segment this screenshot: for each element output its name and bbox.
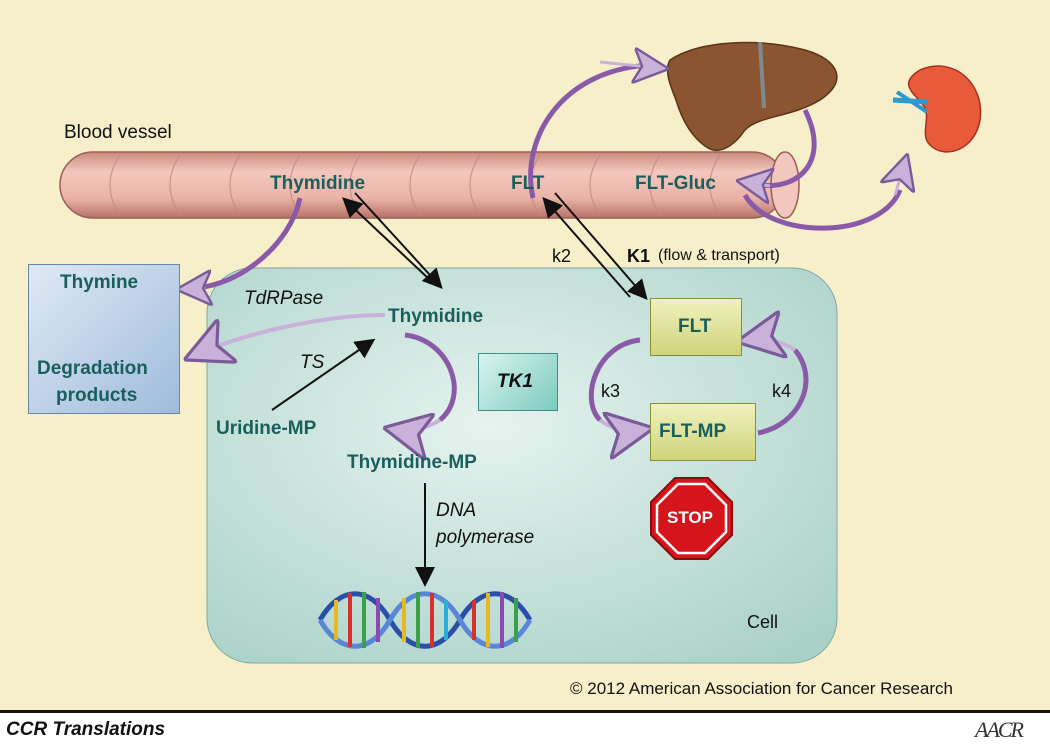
flt-mp-box (650, 403, 756, 461)
transport-arrows (185, 62, 905, 433)
flt-gluc-label: FLT-Gluc (635, 173, 716, 194)
footer-title: CCR Translations (6, 719, 166, 740)
flt-mp-label: FLT-MP (659, 421, 727, 442)
k1-label: K1 (627, 246, 651, 266)
kidney-icon (892, 65, 982, 153)
flt-cell-box (650, 298, 742, 356)
thymine-label: Thymine (60, 272, 139, 293)
cell-body (206, 267, 838, 664)
k3-label: k3 (601, 381, 621, 401)
k2-label: k2 (552, 246, 572, 266)
polymerase-label: polymerase (436, 527, 535, 548)
k4-label: k4 (772, 381, 792, 401)
uridine-mp-label: Uridine-MP (216, 418, 317, 439)
tk1-box (478, 353, 558, 411)
stop-sign-icon (650, 477, 733, 560)
thymine-box (28, 264, 180, 414)
liver-icon (666, 41, 838, 151)
flt-cell-label: FLT (678, 316, 712, 337)
products-label: products (56, 385, 138, 406)
kinetic-arrows (93, 192, 648, 587)
dna-helix-icon (317, 591, 533, 649)
footer-bar: CCR Translations AACR (0, 710, 1050, 749)
blood-vessel-label: Blood vessel (64, 122, 172, 143)
tdrpase-label: TdRPase (244, 288, 324, 309)
k1-note-label: (flow & transport) (658, 247, 780, 264)
cell-label: Cell (747, 612, 779, 632)
aacr-logo: AACR (975, 717, 1024, 742)
tk1-label: TK1 (497, 371, 533, 392)
stop-label: STOP (667, 508, 713, 527)
degradation-label: Degradation (37, 358, 148, 379)
dna-label: DNA (436, 500, 477, 521)
thymidine-cell-label: Thymidine (388, 306, 484, 327)
flt-vessel-label: FLT (511, 173, 545, 194)
copyright-label: © 2012 American Association for Cancer R… (570, 679, 953, 698)
thymidine-vessel-label: Thymidine (270, 173, 366, 194)
thymidine-mp-label: Thymidine-MP (347, 452, 477, 473)
ts-label: TS (300, 352, 325, 373)
